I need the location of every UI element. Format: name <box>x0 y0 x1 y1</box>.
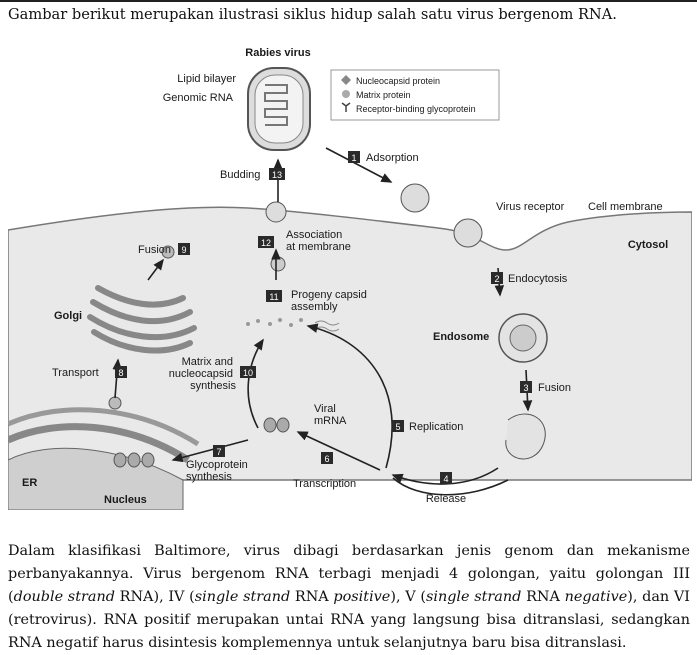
step-10: 10 Matrix and nucleocapsid synthesis <box>169 356 256 392</box>
step-11-line-2: assembly <box>291 301 338 313</box>
mrna-strands <box>314 320 340 332</box>
step-4-label: Release <box>426 493 466 505</box>
step-10-number: 10 <box>243 368 253 378</box>
step-1-label: Adsorption <box>366 152 419 164</box>
step-2-number: 2 <box>494 274 499 284</box>
step-10-label: Matrix and nucleocapsid synthesis <box>169 356 237 392</box>
step-11: 11 Progeny capsid assembly <box>266 289 370 313</box>
step-5: 5 Replication <box>392 420 463 433</box>
bound-virion <box>453 218 483 248</box>
assembling-capsid <box>270 256 286 272</box>
release-arc <box>392 477 509 496</box>
step-3-label: Fusion <box>538 382 571 394</box>
para-part-1: Dalam klasifikasi Baltimore, virus dibag… <box>8 543 690 605</box>
step-7-line-1: Glycoprotein <box>186 459 248 471</box>
step-3: 3 Fusion <box>520 381 571 394</box>
label-er: ER <box>22 477 37 489</box>
synthesized-proteins <box>246 318 303 327</box>
para-italic-2: single strand <box>194 589 291 605</box>
step-12-line-2: at membrane <box>286 241 351 253</box>
para-part-3: RNA <box>290 589 334 605</box>
step-12-line-1: Association <box>286 229 342 241</box>
step-6: 6 Transcription <box>293 452 356 490</box>
label-viral-mrna: Viral mRNA <box>314 403 347 427</box>
step-10-line-3: synthesis <box>190 380 236 392</box>
step-8-label: Transport <box>52 367 99 379</box>
glycoprotein-icon <box>341 102 351 112</box>
fusion-vesicle <box>161 245 175 259</box>
step-2: 2 Endocytosis <box>491 272 568 285</box>
step-7-label: Glycoprotein synthesis <box>186 459 251 483</box>
step-10-line-2: nucleocapsid <box>169 368 233 380</box>
step-13: 13 Budding <box>220 168 285 181</box>
er-membrane-outer <box>8 407 200 447</box>
label-endosome: Endosome <box>433 331 489 343</box>
step-9-number: 9 <box>181 245 186 255</box>
rabies-lifecycle-figure: Nucleocapsid protein Matrix protein Rece… <box>8 47 692 510</box>
step-1-number: 1 <box>351 153 356 163</box>
legend-nucleocapsid: Nucleocapsid protein <box>356 76 440 86</box>
fused-endosome <box>505 413 546 460</box>
para-italic-5: negative <box>564 589 628 605</box>
step-5-number: 5 <box>395 422 400 432</box>
step-2-label: Endocytosis <box>508 273 568 285</box>
step-10-line-1: Matrix and <box>182 356 233 368</box>
step-7: 7 Glycoprotein synthesis <box>186 445 251 483</box>
step-5-label: Replication <box>409 421 463 433</box>
body-paragraph: Dalam klasifikasi Baltimore, virus dibag… <box>8 540 690 655</box>
step-7-line-2: synthesis <box>186 471 232 483</box>
step-11-label: Progeny capsid assembly <box>291 289 370 313</box>
figure-title: Rabies virus <box>245 47 310 59</box>
step-13-number: 13 <box>272 170 282 180</box>
step-12: 12 Association at membrane <box>258 229 351 253</box>
legend-matrix: Matrix protein <box>356 90 411 100</box>
rabies-virion <box>247 67 311 151</box>
label-virus-receptor: Virus receptor <box>496 201 565 213</box>
step-9-label: Fusion <box>138 244 171 256</box>
ribosomes <box>113 417 290 468</box>
endosome-virion <box>509 324 537 352</box>
legend-glycoprotein: Receptor-binding glycoprotein <box>356 104 476 114</box>
viral-mrna-line-1: Viral <box>314 403 336 415</box>
para-part-5: RNA <box>521 589 565 605</box>
step-6-number: 6 <box>324 454 329 464</box>
step-8-number: 8 <box>118 368 123 378</box>
para-part-4: ), V ( <box>390 589 426 605</box>
legend: Nucleocapsid protein Matrix protein Rece… <box>330 69 500 121</box>
er-membrane <box>8 423 190 463</box>
budding-virion <box>265 201 287 223</box>
label-lipid-bilayer: Lipid bilayer <box>177 73 236 85</box>
label-cell-membrane: Cell membrane <box>588 201 663 213</box>
top-rule <box>0 0 697 2</box>
step-12-number: 12 <box>261 238 271 248</box>
step-7-number: 7 <box>216 447 221 457</box>
step-9: 9 Fusion <box>138 243 190 256</box>
viral-mrna-line-2: mRNA <box>314 415 347 427</box>
step-8: 8 Transport <box>52 366 127 379</box>
para-italic-4: single strand <box>425 589 522 605</box>
step-11-number: 11 <box>269 292 278 302</box>
golgi-stacks <box>87 285 197 354</box>
matrix-protein-icon <box>342 90 350 98</box>
step-6-label: Transcription <box>293 478 356 490</box>
step-12-label: Association at membrane <box>286 229 351 253</box>
adsorbing-virion <box>400 183 430 213</box>
step-1: 1 Adsorption <box>348 151 419 164</box>
label-nucleus: Nucleus <box>104 494 147 506</box>
step-13-label: Budding <box>220 169 260 181</box>
intro-text: Gambar berikut merupakan ilustrasi siklu… <box>8 6 617 23</box>
step-11-line-1: Progeny capsid <box>291 289 367 301</box>
para-italic-3: positive <box>333 589 391 605</box>
step-3-number: 3 <box>523 383 528 393</box>
label-golgi: Golgi <box>54 310 82 322</box>
nucleocapsid-protein-icon <box>341 75 351 85</box>
transport-vesicle <box>108 396 122 410</box>
label-cytosol: Cytosol <box>628 239 668 251</box>
step-4: 4 Release <box>426 472 466 505</box>
step-4-number: 4 <box>443 474 448 484</box>
para-italic-1: double strand <box>13 589 115 605</box>
para-part-2: RNA), IV ( <box>114 589 195 605</box>
label-genomic-rna: Genomic RNA <box>163 92 234 104</box>
